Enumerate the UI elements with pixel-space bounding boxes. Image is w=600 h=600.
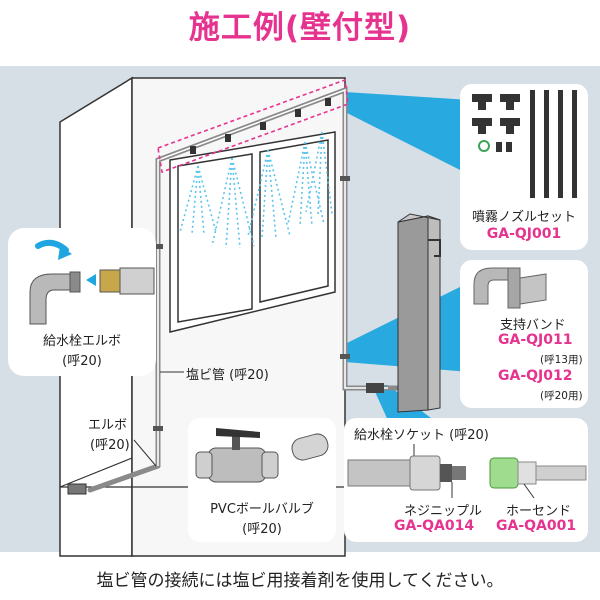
ball-valve-illustration: [195, 428, 329, 483]
nozzle-set-code: GA-QJ001: [486, 226, 562, 242]
spray-cones: [179, 131, 333, 249]
page-title: 施工例(壁付型): [188, 10, 412, 46]
callout-connectors: 給水栓ソケット (呼20) ネジニップル GA-QA014 ホーセンド GA-Q…: [344, 418, 588, 542]
callout-nozzle-set: 噴霧ノズルセット GA-QJ001: [460, 84, 588, 250]
faucet-socket-label: 給水栓ソケット (呼20): [354, 428, 489, 443]
support-band-code-20: GA-QJ012: [498, 368, 573, 384]
nipple-code: GA-QA014: [394, 518, 475, 534]
nozzle-set-illustration: [472, 90, 577, 198]
faucet-elbow-name: 給水栓エルボ: [42, 334, 121, 349]
faucet-elbow-illustration: [29, 239, 155, 325]
support-band-illustration: [473, 267, 547, 309]
ball-valve-name: PVCボールバルブ: [210, 502, 314, 517]
nipple-name: ネジニップル: [404, 504, 483, 519]
support-band-size-13: (呼13用): [540, 354, 583, 366]
nozzle-callout-connector: [345, 92, 470, 175]
hose-end-name: ホーセンド: [506, 504, 572, 519]
bottom-note: 塩ビ管の接続には塩ビ用接着剤を使用してください。: [96, 571, 504, 591]
faucet-post: [397, 213, 441, 413]
callout-support-band: 支持バンド GA-QJ011 (呼13用) GA-QJ012 (呼20用): [460, 260, 588, 408]
nozzle-set-name: 噴霧ノズルセット: [471, 210, 576, 225]
support-band-name: 支持バンド: [500, 318, 566, 333]
faucet-elbow-size: (呼20): [62, 354, 102, 369]
support-band-size-20: (呼20用): [540, 390, 583, 402]
pvc-pipe-label: 塩ビ管 (呼20): [186, 368, 269, 383]
callout-faucet-elbow: 給水栓エルボ (呼20): [8, 228, 156, 376]
connectors-illustration: [347, 444, 587, 499]
nozzle-highlight: [157, 78, 349, 174]
ball-valve-size: (呼20): [242, 522, 282, 537]
support-band-code-13: GA-QJ011: [498, 332, 573, 348]
support-bands: [153, 176, 350, 431]
hose-end-code: GA-QA001: [496, 518, 577, 534]
nozzles: [190, 98, 331, 154]
elbow-size-label: (呼20): [90, 438, 130, 453]
elbow-label: エルボ: [88, 418, 128, 433]
callout-ball-valve: PVCボールバルブ (呼20): [188, 418, 336, 542]
ground-valve: [67, 483, 87, 495]
